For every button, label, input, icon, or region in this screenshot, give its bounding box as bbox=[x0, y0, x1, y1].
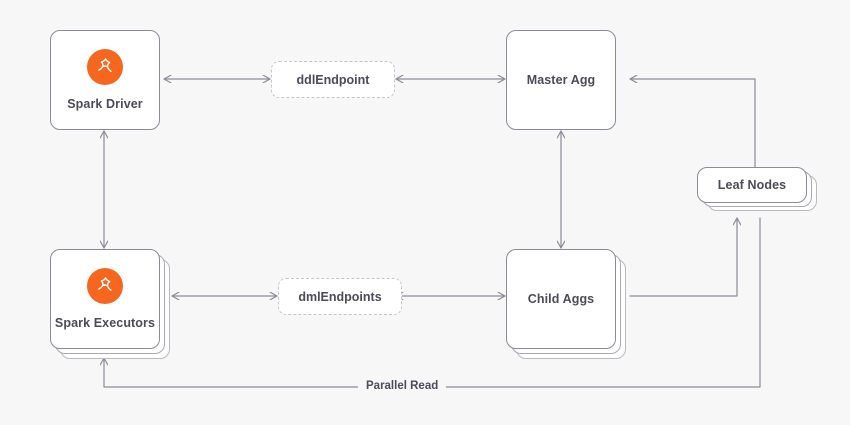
spark-icon bbox=[87, 48, 123, 85]
node-label: Spark Driver bbox=[67, 96, 143, 111]
node-label: Spark Executors bbox=[54, 315, 156, 330]
edge-childaggs-leafnodes bbox=[629, 217, 737, 297]
node-label: Child Aggs bbox=[527, 291, 595, 306]
spark-icon bbox=[87, 267, 123, 304]
node-ddl-endpoint[interactable]: ddlEndpoint bbox=[271, 61, 395, 98]
edge-parallel-read bbox=[104, 217, 761, 388]
node-leaf-nodes[interactable]: Leaf Nodes bbox=[697, 167, 807, 203]
node-spark-driver[interactable]: Spark Driver bbox=[50, 30, 160, 130]
node-label: Master Agg bbox=[526, 72, 596, 87]
node-label: ddlEndpoint bbox=[296, 72, 370, 87]
node-dml-endpoints[interactable]: dmlEndpoints bbox=[278, 278, 402, 315]
node-label: Leaf Nodes bbox=[717, 177, 787, 192]
node-spark-executors[interactable]: Spark Executors bbox=[50, 249, 160, 349]
node-child-aggs[interactable]: Child Aggs bbox=[506, 249, 616, 349]
edge-leafnodes-masteragg bbox=[629, 79, 756, 169]
edge-label-parallel-read: Parallel Read bbox=[358, 380, 447, 392]
node-master-agg[interactable]: Master Agg bbox=[506, 30, 616, 130]
node-label: dmlEndpoints bbox=[298, 289, 382, 304]
